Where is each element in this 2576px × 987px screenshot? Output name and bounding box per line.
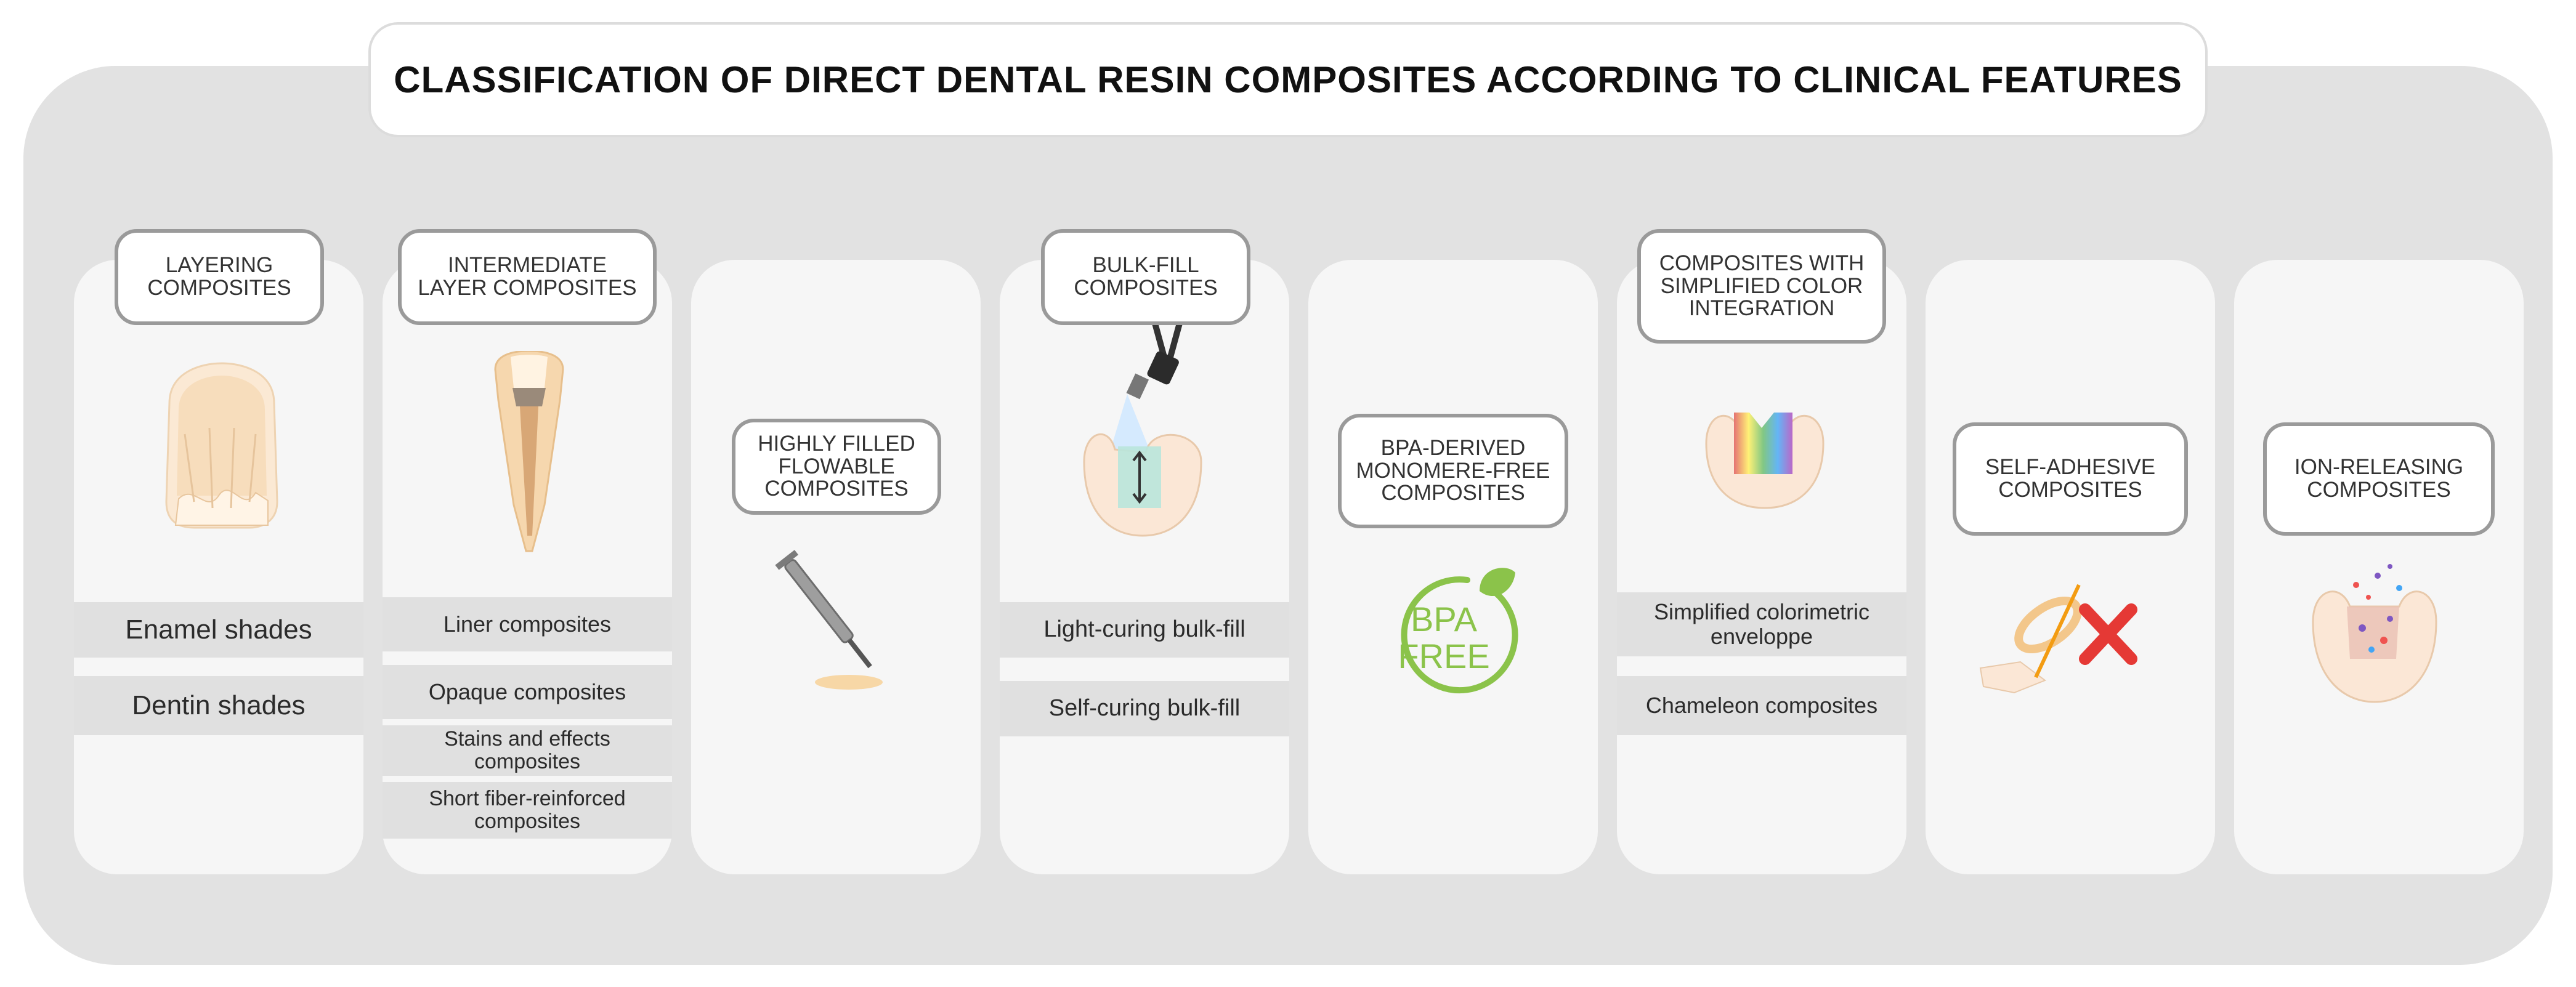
column-color-integration [1617, 260, 1906, 874]
layered-incisor-icon [165, 362, 278, 529]
column-self-adhesive [1926, 260, 2215, 874]
bpa-free-icon: BPA FREE [1398, 568, 1518, 694]
diagram-title: CLASSIFICATION OF DIRECT DENTAL RESIN CO… [394, 59, 2182, 100]
band-stains-effects: Stains and effects composites [383, 725, 672, 776]
band-self-curing: Self-curing bulk-fill [1000, 681, 1289, 736]
free-text: FREE [1398, 637, 1489, 675]
column-ion-releasing [2234, 260, 2524, 874]
band-short-fiber: Short fiber-reinforced composites [383, 782, 672, 839]
band-light-curing: Light-curing bulk-fill [1000, 602, 1289, 658]
label-layering: LAYERING COMPOSITES [115, 229, 324, 325]
label-intermediate: INTERMEDIATE LAYER COMPOSITES [398, 229, 657, 325]
band-chameleon: Chameleon composites [1617, 676, 1906, 735]
label-self-adhesive: SELF-ADHESIVE COMPOSITES [1953, 422, 2188, 536]
band-liner-composites: Liner composites [383, 597, 672, 651]
title-box: CLASSIFICATION OF DIRECT DENTAL RESIN CO… [368, 22, 2208, 137]
syringe-icon [775, 550, 883, 690]
label-ion-releasing: ION-RELEASING COMPOSITES [2263, 422, 2495, 536]
label-bpa-free: BPA-DERIVED MONOMERE-FREE COMPOSITES [1338, 414, 1568, 528]
column-flowable [691, 260, 981, 874]
tooth-cross-section-icon [494, 351, 564, 552]
column-bpa-free [1308, 260, 1598, 874]
ion-release-tooth-icon [2312, 564, 2437, 703]
bpa-text: BPA [1411, 600, 1478, 639]
band-dentin-shades: Dentin shades [74, 676, 363, 735]
label-bulkfill: BULK-FILL COMPOSITES [1041, 229, 1250, 325]
no-adhesive-brush-icon [1979, 584, 2137, 694]
label-flowable: HIGHLY FILLED FLOWABLE COMPOSITES [732, 419, 941, 515]
band-simplified-colorimetric: Simplified colorimetric enveloppe [1617, 592, 1906, 656]
band-opaque-composites: Opaque composites [383, 665, 672, 719]
band-enamel-shades: Enamel shades [74, 602, 363, 658]
column-layering [74, 260, 363, 874]
column-bulkfill [1000, 260, 1289, 874]
label-color-integration: COMPOSITES WITH SIMPLIFIED COLOR INTEGRA… [1637, 229, 1886, 344]
curing-light-tooth-icon [1083, 320, 1202, 537]
rainbow-tooth-icon [1705, 413, 1825, 509]
